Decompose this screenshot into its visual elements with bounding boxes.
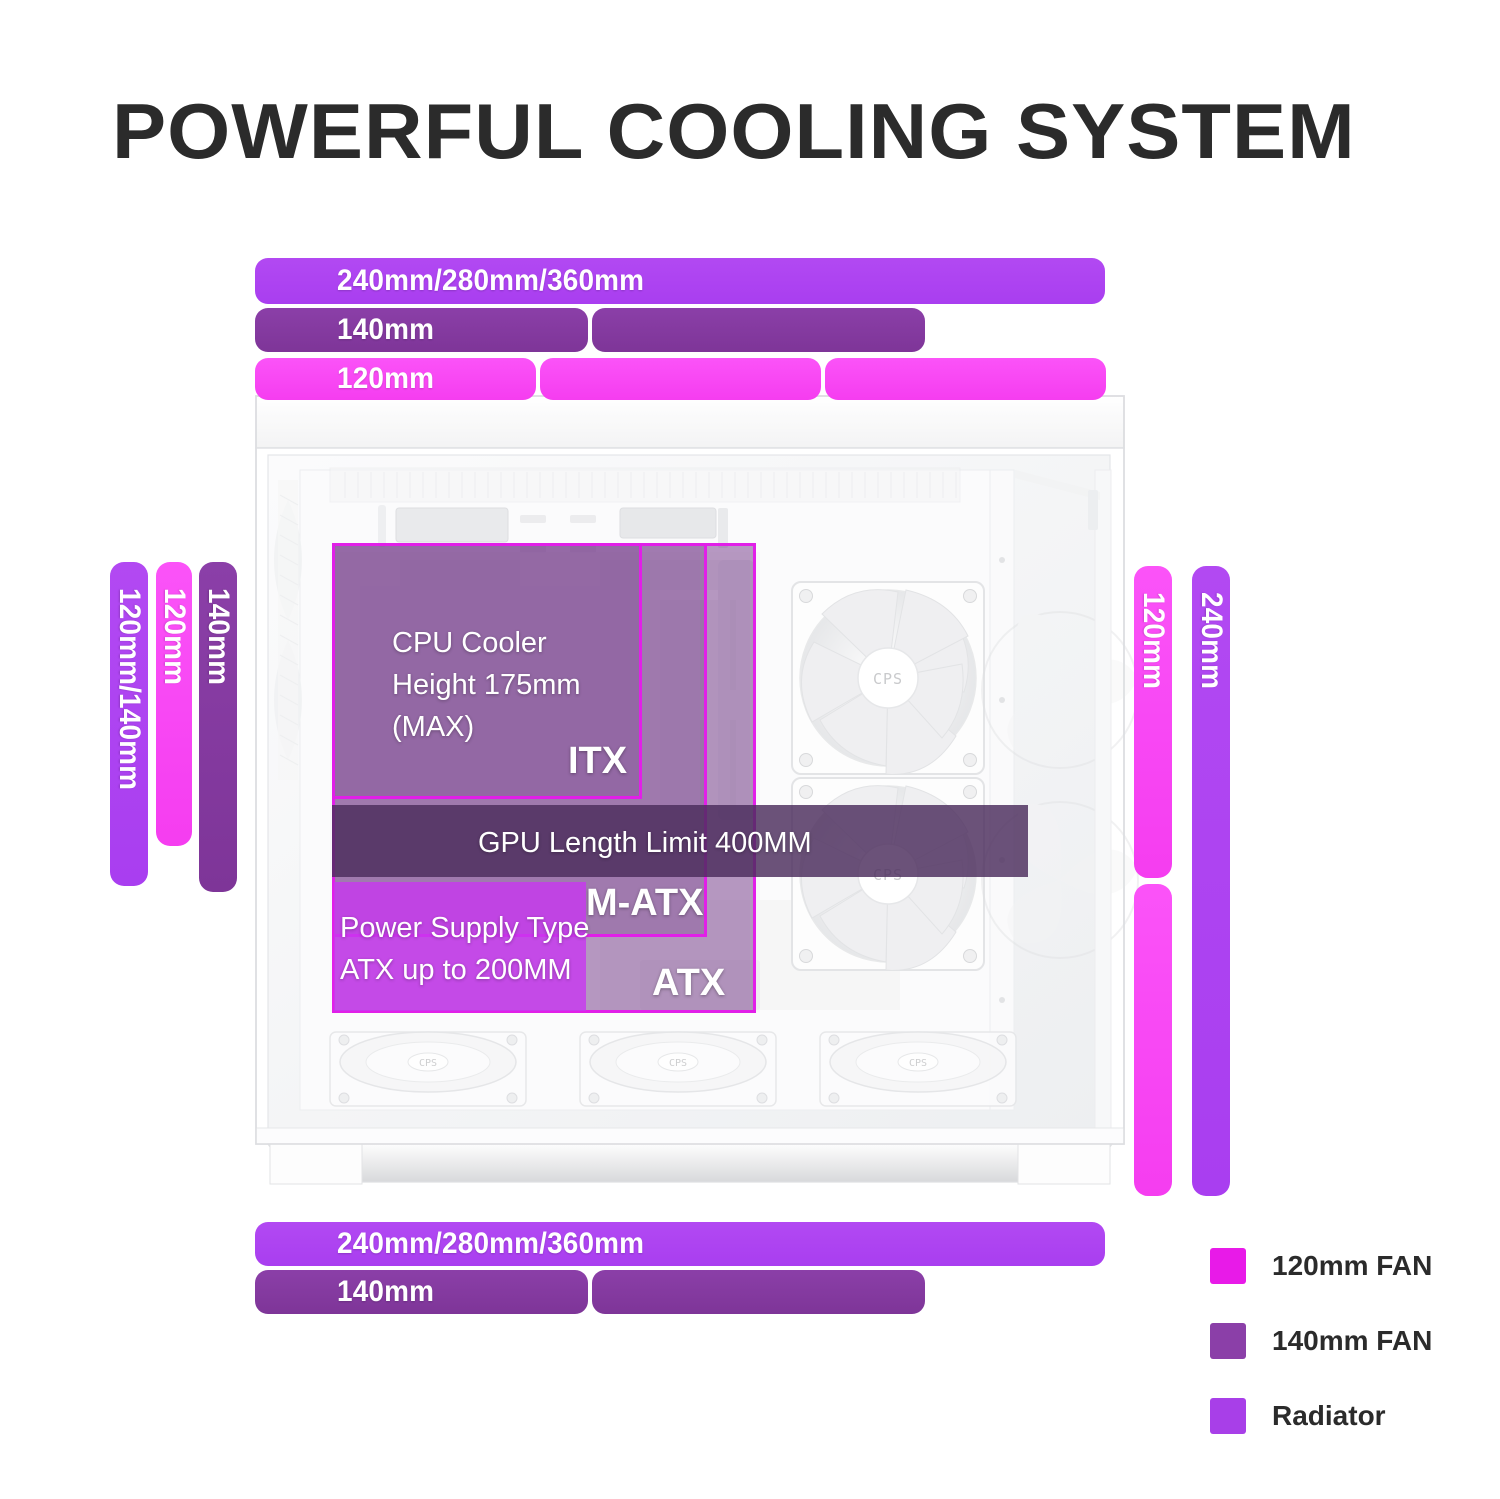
bottom-140-bar-segment-1: 140mm — [255, 1270, 588, 1314]
bottom-fan-3: CPS — [819, 1031, 1017, 1107]
right-radiator-bar: 240mm — [1192, 566, 1230, 1196]
bottom-140-label: 140mm — [337, 1275, 435, 1308]
top-120-bar-segment-2 — [540, 358, 821, 400]
gpu-limit-text: GPU Length Limit 400MM — [478, 827, 812, 859]
top-140-bar-segment-1: 140mm — [255, 308, 588, 352]
top-radiator-bar: 240mm/280mm/360mm — [255, 258, 1105, 304]
bottom-fan-2: CPS — [579, 1031, 777, 1107]
left-120-label: 120mm — [158, 588, 191, 686]
bottom-140-bar-segment-2 — [592, 1270, 925, 1314]
legend-row-120mm-fan: 120mm FAN — [1210, 1243, 1432, 1289]
right-120-label: 120mm — [1137, 592, 1170, 690]
itx-tag: ITX — [568, 740, 628, 782]
legend: 120mm FAN 140mm FAN Radiator — [1210, 1243, 1432, 1468]
legend-label-120mm-fan: 120mm FAN — [1272, 1250, 1433, 1281]
right-120-bar-segment-1: 120mm — [1134, 566, 1172, 878]
left-140-bar: 140mm — [199, 562, 237, 892]
left-120-bar: 120mm — [156, 562, 192, 846]
matx-tag: M-ATX — [586, 882, 704, 924]
itx-motherboard-zone — [332, 543, 642, 799]
power-supply-zone — [334, 882, 586, 1011]
legend-swatch-140mm-fan — [1210, 1323, 1246, 1359]
top-140-label: 140mm — [337, 313, 435, 346]
page-title: POWERFUL COOLING SYSTEM — [112, 87, 1356, 175]
legend-label-radiator: Radiator — [1272, 1400, 1386, 1431]
top-140-bar-segment-2 — [592, 308, 925, 352]
svg-text:CPS: CPS — [909, 1058, 927, 1069]
left-140-label: 140mm — [202, 588, 235, 686]
right-120-bar-segment-2 — [1134, 884, 1172, 1196]
legend-row-radiator: Radiator — [1210, 1393, 1432, 1439]
svg-text:CPS: CPS — [873, 670, 903, 688]
gpu-length-band — [332, 805, 1028, 877]
top-120-bar-segment-3 — [825, 358, 1106, 400]
rear-fan-upper: CPS — [791, 581, 985, 775]
bottom-radiator-label: 240mm/280mm/360mm — [337, 1227, 645, 1260]
atx-tag: ATX — [652, 962, 726, 1004]
right-radiator-label: 240mm — [1195, 592, 1228, 690]
left-radiator-label: 120mm/140mm — [113, 588, 146, 791]
bottom-radiator-bar: 240mm/280mm/360mm — [255, 1222, 1105, 1266]
bottom-fan-1: CPS — [329, 1031, 527, 1107]
legend-row-140mm-fan: 140mm FAN — [1210, 1318, 1432, 1364]
left-radiator-bar: 120mm/140mm — [110, 562, 148, 886]
cpu-cooler-text: CPU Cooler Height 175mm (MAX) — [392, 627, 581, 744]
legend-swatch-120mm-fan — [1210, 1248, 1246, 1284]
svg-text:CPS: CPS — [419, 1058, 437, 1069]
svg-text:CPS: CPS — [669, 1058, 687, 1069]
top-120-bar-segment-1: 120mm — [255, 358, 536, 400]
legend-label-140mm-fan: 140mm FAN — [1272, 1325, 1433, 1356]
legend-swatch-radiator — [1210, 1398, 1246, 1434]
power-supply-text: Power Supply Type ATX up to 200MM — [340, 912, 590, 987]
top-radiator-label: 240mm/280mm/360mm — [337, 264, 645, 297]
top-120-label: 120mm — [337, 362, 435, 395]
